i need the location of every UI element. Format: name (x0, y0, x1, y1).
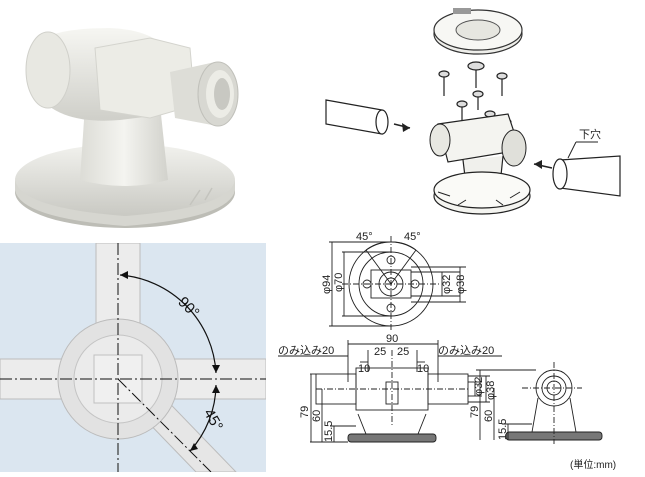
assembly-view: 下穴 (298, 0, 645, 222)
front-wall-right-label: 10 (417, 363, 429, 375)
front-width-total-label: 90 (386, 333, 398, 345)
product-photo (0, 0, 262, 240)
unit-note: (単位:mm) (570, 458, 616, 471)
top-dim-outer-label: φ94 (321, 275, 333, 294)
side-height-center-label: 60 (483, 410, 495, 422)
right-pipe (533, 141, 621, 197)
joint-body (429, 113, 531, 215)
front-height-center-label: 60 (311, 410, 323, 422)
front-pipe-a-label: φ32 (473, 377, 485, 396)
front-pipe-b-label: φ38 (485, 381, 497, 400)
pipe-joint-photo (15, 28, 239, 228)
top-view-drawing (329, 236, 466, 332)
exploded-assembly: 下穴 (325, 8, 621, 215)
side-height-total-label: 79 (469, 406, 481, 418)
side-height-base-label: 15.5 (497, 419, 509, 440)
dimension-drawing-svg: 45° 45° φ94 φ70 φ32 φ38 90 のみ込み20 のみ込み20… (278, 231, 616, 471)
top-dim-pipe-a-label: φ32 (441, 275, 453, 294)
top-dim-pipe-b-label: φ38 (455, 275, 467, 294)
front-height-base-label: 15.5 (323, 421, 335, 442)
top-angle-right-label: 45° (404, 231, 421, 243)
top-angle-left-label: 45° (356, 231, 373, 243)
front-height-total-label: 79 (299, 406, 311, 418)
angle-view: 90° 45° (0, 242, 267, 473)
front-wall-left-label: 10 (358, 363, 370, 375)
top-dim-base-label: φ70 (333, 273, 345, 292)
front-insert-right-label: のみ込み20 (438, 344, 494, 357)
angle-illustration: 90° 45° (0, 242, 267, 473)
front-view-drawing (278, 340, 502, 443)
front-half-right-label: 25 (397, 346, 409, 358)
dimension-drawings: 45° 45° φ94 φ70 φ32 φ38 90 のみ込み20 のみ込み20… (270, 222, 645, 472)
left-pipe (325, 99, 411, 135)
front-half-left-label: 25 (374, 346, 386, 358)
pilot-hole-label: 下穴 (579, 127, 601, 141)
front-insert-left-label: のみ込み20 (278, 344, 334, 357)
cover-cap (433, 8, 523, 55)
side-view-drawing (476, 362, 603, 444)
